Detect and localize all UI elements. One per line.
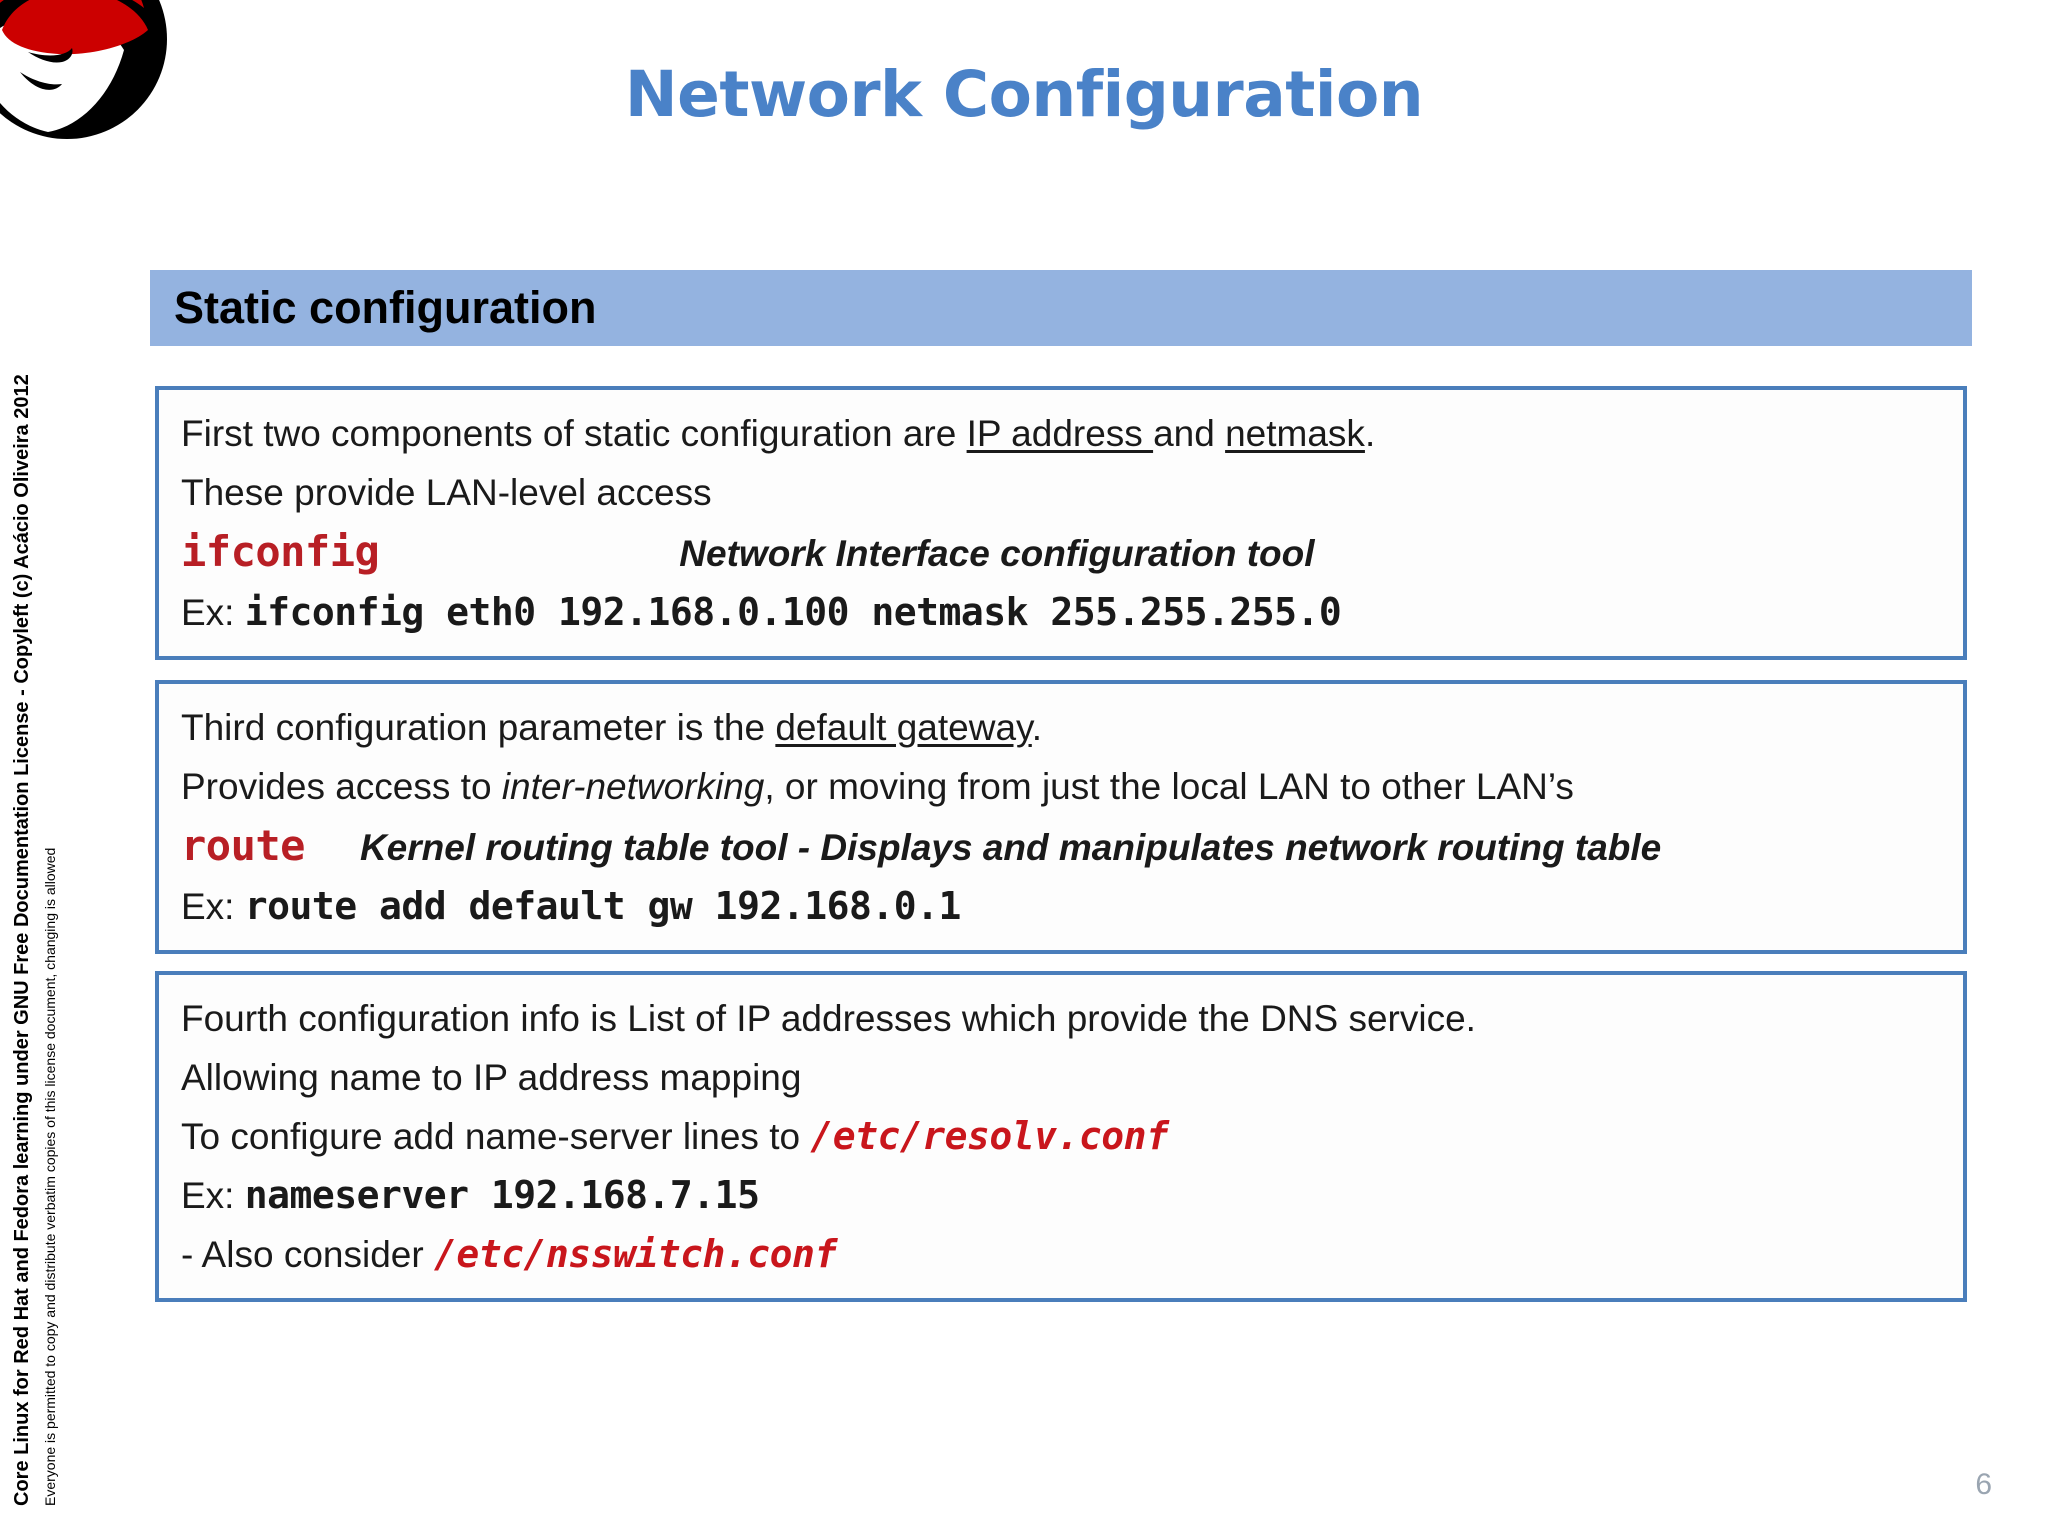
command-name: route bbox=[181, 821, 305, 870]
content-line: Third configuration parameter is the def… bbox=[181, 698, 1945, 757]
text-run: and bbox=[1153, 413, 1226, 454]
text-run: Ex: bbox=[181, 592, 245, 633]
example-command: nameserver 192.168.7.15 bbox=[244, 1173, 760, 1217]
content-line: Allowing name to IP address mapping bbox=[181, 1048, 1945, 1107]
red-hat-shadowman-logo bbox=[0, 0, 172, 144]
content-box-default-gateway: Third configuration parameter is the def… bbox=[155, 680, 1967, 954]
tool-description: Network Interface configuration tool bbox=[679, 533, 1315, 574]
tool-description: Kernel routing table tool - Displays and… bbox=[359, 827, 1662, 868]
text-run: . bbox=[1031, 707, 1043, 748]
content-line: First two components of static configura… bbox=[181, 404, 1945, 463]
text-run: , or moving from just the local LAN to o… bbox=[764, 766, 1574, 807]
content-line: Provides access to inter-networking, or … bbox=[181, 757, 1945, 816]
file-path: /etc/resolv.conf bbox=[810, 1114, 1169, 1158]
section-banner: Static configuration bbox=[150, 270, 1972, 346]
spacer bbox=[379, 524, 679, 583]
emphasized-term: netmask bbox=[1225, 413, 1365, 454]
content-line: These provide LAN-level access bbox=[181, 463, 1945, 522]
example-command: ifconfig eth0 192.168.0.100 netmask 255.… bbox=[244, 590, 1342, 634]
text-run: First two components of static configura… bbox=[181, 413, 967, 454]
text-run: Provides access to bbox=[181, 766, 502, 807]
text-run: To configure add name-server lines to bbox=[181, 1116, 811, 1157]
example-command: route add default gw 192.168.0.1 bbox=[244, 884, 962, 928]
text-run: Ex: bbox=[181, 1175, 245, 1216]
section-banner-label: Static configuration bbox=[174, 282, 597, 333]
text-run: Fourth configuration info is List of IP … bbox=[181, 998, 1476, 1039]
content-line: - Also consider /etc/nsswitch.conf bbox=[181, 1225, 1945, 1284]
text-run: Ex: bbox=[181, 886, 245, 927]
content-line: Ex: route add default gw 192.168.0.1 bbox=[181, 877, 1945, 936]
content-line: Ex: ifconfig eth0 192.168.0.100 netmask … bbox=[181, 583, 1945, 642]
text-run: These provide LAN-level access bbox=[181, 472, 712, 513]
license-sidebar: Core Linux for Red Hat and Fedora learni… bbox=[0, 0, 80, 1536]
text-run: - Also consider bbox=[181, 1234, 434, 1275]
text-run: . bbox=[1364, 413, 1376, 454]
file-path: /etc/nsswitch.conf bbox=[433, 1232, 837, 1276]
page-title: Network Configuration bbox=[624, 58, 1424, 131]
page-number: 6 bbox=[1975, 1468, 1992, 1501]
content-line: To configure add name-server lines to /e… bbox=[181, 1107, 1945, 1166]
spacer bbox=[305, 818, 360, 877]
content-line: Ex: nameserver 192.168.7.15 bbox=[181, 1166, 1945, 1225]
text-run: inter-networking bbox=[501, 766, 765, 807]
shadowman-icon bbox=[0, 0, 167, 139]
license-sub-text: Everyone is permitted to copy and distri… bbox=[42, 847, 58, 1506]
content-line: route Kernel routing table tool - Displa… bbox=[181, 816, 1945, 877]
content-box-dns: Fourth configuration info is List of IP … bbox=[155, 971, 1967, 1302]
content-line: Fourth configuration info is List of IP … bbox=[181, 989, 1945, 1048]
command-name: ifconfig bbox=[181, 527, 380, 576]
emphasized-term: IP address bbox=[966, 413, 1154, 454]
emphasized-term: default gateway bbox=[775, 707, 1032, 748]
text-run: Third configuration parameter is the bbox=[181, 707, 776, 748]
text-run: Allowing name to IP address mapping bbox=[181, 1057, 802, 1098]
content-line: ifconfig Network Interface configuration… bbox=[181, 522, 1945, 583]
license-main-text: Core Linux for Red Hat and Fedora learni… bbox=[11, 374, 33, 1506]
content-box-static-ip: First two components of static configura… bbox=[155, 386, 1967, 660]
